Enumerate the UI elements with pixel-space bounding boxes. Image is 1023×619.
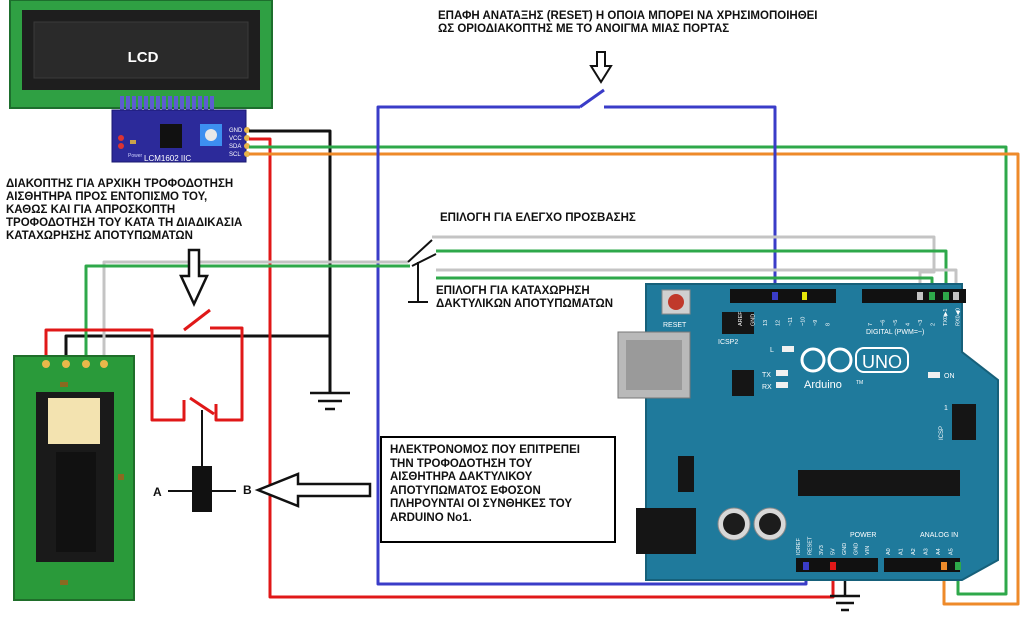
arduino-brand-label: Arduino xyxy=(804,379,842,391)
wire-black-i2c-gnd xyxy=(249,129,332,392)
digital-pin-label-b-5: 2 xyxy=(931,323,937,326)
digital-pin-label-b-7: RX0◀0 xyxy=(956,308,962,326)
i2c-pin-sda: SDA xyxy=(229,144,241,150)
wire-blue-reset-right xyxy=(604,105,777,298)
i2c-pin-gnd: GND xyxy=(229,128,243,134)
digital-pin-label-a-4: ~11 xyxy=(788,317,794,326)
digital-pin-label-a-5: ~10 xyxy=(801,317,807,326)
analog-pin-label-0: A0 xyxy=(886,548,892,555)
i2c-model-label: LCM1602 IIC xyxy=(144,154,191,163)
arduino-power-label: POWER xyxy=(850,532,876,539)
analog-pin-label-1: A1 xyxy=(899,548,905,555)
digital-pin-label-b-3: 4 xyxy=(906,323,912,326)
digital-pin-label-a-1: GND xyxy=(751,314,757,326)
i2c-pin-scl: SCL xyxy=(229,152,241,158)
digital-pin-label-b-1: ~6 xyxy=(881,320,887,326)
digital-pin-label-b-0: 7 xyxy=(868,323,874,326)
arduino-reset-label: RESET xyxy=(663,322,687,329)
selector-switch xyxy=(407,239,437,303)
digital-pin-label-b-6: TX0▶1 xyxy=(943,309,949,326)
power-pin-label-2: 3V3 xyxy=(819,545,825,555)
digital-pin-label-a-2: 13 xyxy=(763,320,769,326)
pin-connection-dots xyxy=(772,292,961,570)
arduino-l-label: L xyxy=(770,347,774,354)
arrow-down-power-switch xyxy=(179,248,209,307)
arduino-infinity-logo xyxy=(800,347,853,373)
power-pin-label-1: RESET xyxy=(808,536,814,555)
arduino-rx-label: RX xyxy=(762,384,772,391)
wire-red-i2c-vcc xyxy=(249,137,835,599)
wire-green-sda xyxy=(249,145,1008,596)
power-pin-label-5: GND xyxy=(854,543,860,555)
analog-pin-label-5: A5 xyxy=(949,548,955,555)
arduino-one-label: 1 xyxy=(944,405,948,412)
analog-pin-label-3: A3 xyxy=(924,548,930,555)
arduino-digital-label: DIGITAL (PWM=~) xyxy=(866,329,924,336)
ground-symbol-left xyxy=(310,391,350,411)
enroll-fingerprints-option-label: ΕΠΙΛΟΓΗ ΓΙΑ ΚΑΤΑΧΩΡΗΣΗ ΔΑΚΤΥΛΙΚΩΝ ΑΠΟΤΥΠ… xyxy=(436,285,614,310)
relay-label-b: B xyxy=(243,483,252,497)
digital-pin-label-a-6: ~9 xyxy=(813,320,819,326)
wire-grey-sensor xyxy=(102,260,408,360)
lcd-label: LCD xyxy=(128,49,159,66)
power-pin-label-0: IOREF xyxy=(796,538,802,555)
digital-pin-label-b-4: ~3 xyxy=(918,320,924,326)
arduino-analog-pin-labels: A0 A1 A2 A3 A4 A5 xyxy=(886,548,955,555)
arduino-power-pin-labels: IOREF RESET 3V3 5V GND GND VIN xyxy=(796,536,871,555)
arrow-left-relay xyxy=(254,472,372,508)
reset-switch xyxy=(579,88,605,109)
arduino-uno: RESET ICSP2 DIGITAL (PWM=~) L TX RX ON U… xyxy=(617,283,999,581)
arduino-uno-label: UNO xyxy=(862,352,902,372)
wire-green-access xyxy=(436,249,948,296)
relay-description-box: ΗΛΕΚΤΡΟΝΟΜΟΣ ΠΟΥ ΕΠΙΤΡΕΠΕΙ ΤΗΝ ΤΡΟΦΟΔΟΤΗ… xyxy=(380,436,616,543)
lcd-header-pins xyxy=(120,96,214,112)
digital-pin-label-a-7: 8 xyxy=(826,323,832,326)
analog-pin-label-4: A4 xyxy=(936,548,942,555)
digital-pin-label-b-2: ~5 xyxy=(893,320,899,326)
arduino-tm-label: TM xyxy=(856,380,863,386)
arrow-down-reset xyxy=(589,51,613,84)
power-pin-label-3: 5V xyxy=(831,548,837,555)
arduino-analog-label: ANALOG IN xyxy=(920,532,958,539)
fingerprint-sensor xyxy=(13,355,135,601)
power-switch xyxy=(183,308,215,416)
wire-green-sensor xyxy=(84,264,410,360)
lcd-module: LCD xyxy=(9,0,273,112)
relay-label-a: A xyxy=(153,485,162,499)
i2c-pin-vcc: VCC xyxy=(229,136,242,142)
power-switch-note: ΔΙΑΚΟΠΤΗΣ ΓΙΑ ΑΡΧΙΚΗ ΤΡΟΦΟΔΟΤΗΣΗ ΑΙΣΘΗΤΗ… xyxy=(6,178,243,242)
wire-grey-access xyxy=(432,235,936,296)
arduino-tx-label: TX xyxy=(762,372,771,379)
arduino-icsp-label: ICSP xyxy=(939,426,945,440)
wire-red-sensor-vcc xyxy=(44,328,186,422)
wire-red-switch xyxy=(210,326,244,422)
i2c-power-text: Power xyxy=(128,153,143,159)
power-pin-label-4: GND xyxy=(842,543,848,555)
analog-pin-label-2: A2 xyxy=(911,548,917,555)
digital-pin-label-a-0: AREF xyxy=(738,311,744,326)
power-pin-label-6: VIN xyxy=(865,546,871,555)
i2c-backpack: Power LCM1602 IIC GND VCC SDA SCL xyxy=(111,109,250,163)
access-control-option-label: ΕΠΙΛΟΓΗ ΓΙΑ ΕΛΕΓΧΟ ΠΡΟΣΒΑΣΗΣ xyxy=(440,212,636,224)
arduino-digital-pin-labels: AREF GND 13 12 ~11 ~10 ~9 8 7 ~6 ~5 4 ~3 2 TX0▶1 RX0◀0 xyxy=(738,308,962,326)
arduino-icsp2-label: ICSP2 xyxy=(718,339,738,346)
wire-orange-scl xyxy=(249,152,1020,606)
digital-pin-label-a-3: 12 xyxy=(776,320,782,326)
relay: A B xyxy=(153,466,252,512)
arduino-on-label: ON xyxy=(944,373,955,380)
reset-contact-note: ΕΠΑΦΗ ΑΝΑΤΑΞΗΣ (RESET) Η ΟΠΟΙΑ ΜΠΟΡΕΙ ΝΑ… xyxy=(438,10,818,35)
